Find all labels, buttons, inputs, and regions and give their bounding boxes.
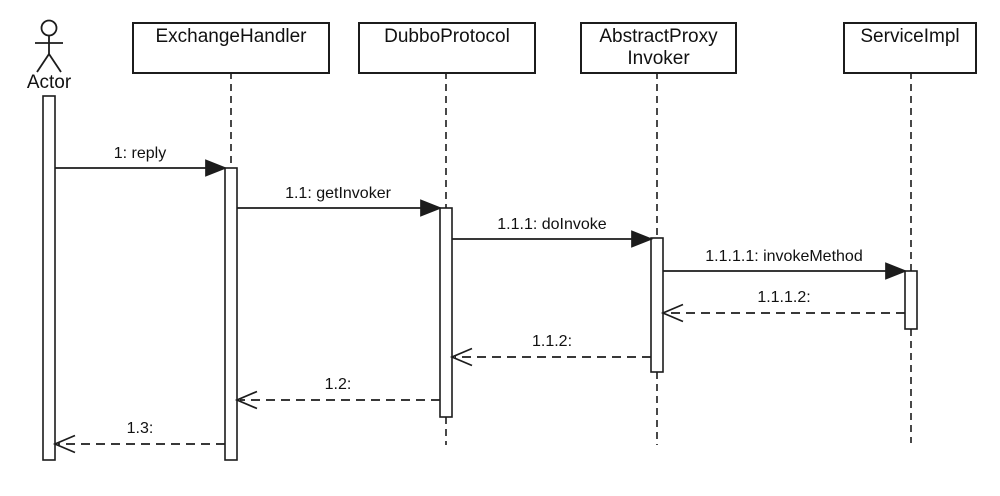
message-arrow-do-invoke [452,230,654,248]
actor-leg-left [36,53,50,73]
return-arrow-1-1-1-2 [660,303,905,323]
message-label-return-1-2: 1.2: [324,376,352,393]
message-arrow-get-invoker [237,199,443,217]
message-label-return-1-1-1-2: 1.1.1.2: [757,289,811,306]
activation-service-impl [904,270,918,330]
message-label-get-invoker: 1.1: getInvoker [285,185,391,202]
return-arrow-1-3 [52,434,225,454]
arrow-open-head [449,347,473,367]
message-label-return-1-3: 1.3: [126,420,154,437]
arrow-open-head [234,390,258,410]
participant-actor-label: Actor [26,72,72,93]
activation-actor [42,95,56,461]
message-label-invoke-method: 1.1.1.1: invokeMethod [705,248,863,265]
message-label-reply: 1: reply [113,145,167,162]
arrow-head [420,199,443,217]
activation-abstract-proxy-invoker [650,237,664,373]
activation-exchange-handler [224,167,238,461]
actor-leg-right [48,53,62,73]
arrow-open-head [660,303,684,323]
activation-dubbo-protocol [439,207,453,418]
participant-dubbo-protocol: DubboProtocol [358,22,536,74]
return-arrow-1-1-2 [449,347,651,367]
return-arrow-1-2 [234,390,440,410]
participant-exchange-handler: ExchangeHandler [132,22,330,74]
arrow-head [631,230,654,248]
actor-icon [35,19,63,73]
arrow-head [205,159,228,177]
message-arrow-invoke-method [663,262,908,280]
participant-abstract-proxy-invoker: AbstractProxy Invoker [580,22,737,74]
message-label-do-invoke: 1.1.1: doInvoke [497,216,607,233]
arrow-open-head [52,434,76,454]
arrow-head [885,262,908,280]
message-label-return-1-1-2: 1.1.2: [531,333,573,350]
message-arrow-reply [55,159,228,177]
actor-head [40,19,58,37]
participant-service-impl: ServiceImpl [843,22,977,74]
